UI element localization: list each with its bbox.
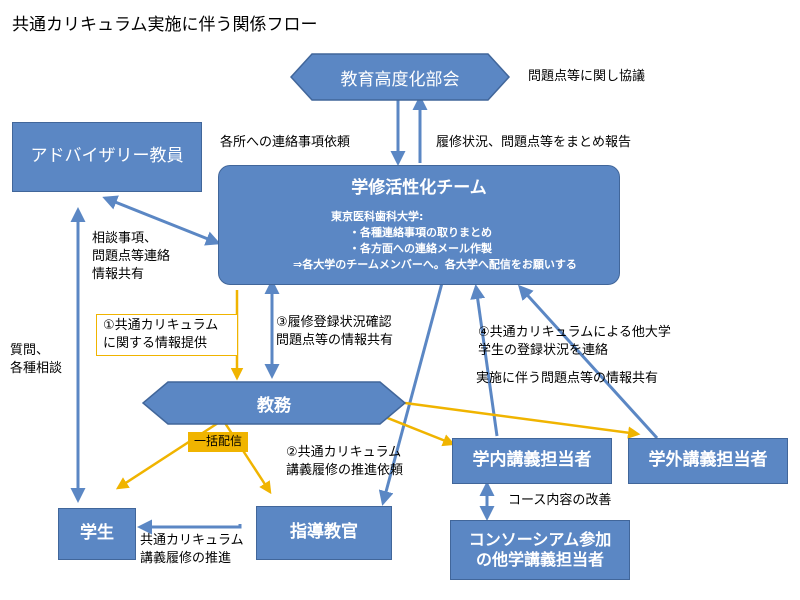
label-teikyo: ①共通カリキュラム に関する情報提供: [96, 314, 238, 356]
node-advisory-label: アドバイザリー教員: [30, 146, 184, 167]
arrow-advisory-team: [102, 195, 221, 246]
label-suishin-irai: ②共通カリキュラム 講義履修の推進依頼: [286, 444, 403, 480]
label-suishin-irai-line: ②共通カリキュラム: [286, 445, 402, 460]
label-sodan: 相談事項、 問題点等連絡 情報共有: [92, 230, 170, 284]
page-title: 共通カリキュラム実施に伴う関係フロー: [12, 15, 318, 35]
node-consortium-line: の他学講義担当者: [475, 550, 604, 569]
label-sodan-line: 情報共有: [92, 266, 145, 282]
node-consortium-line: コンソーシアム参加: [468, 530, 612, 549]
node-team-line: 東京医科歯科大学:: [331, 210, 424, 224]
node-team-line: ⇒各大学のチームメンバーへ。各大学へ配信をお願いする: [293, 258, 577, 272]
node-team: 学修活性化チーム 東京医科歯科大学: ・各種連絡事項の取りまとめ ・各方面への連…: [218, 165, 620, 285]
node-gakugai: 学外講義担当者: [628, 438, 788, 484]
label-kakunin-line: 問題点等の情報共有: [276, 332, 394, 348]
arrow-kyomu-to-gakugai: [404, 401, 641, 439]
label-sodan-line: 問題点等連絡: [92, 248, 171, 264]
node-shido: 指導教官: [256, 506, 392, 560]
node-consortium: コンソーシアム参加 の他学講義担当者: [450, 520, 630, 580]
arrow-gakugai-to-team: [517, 284, 659, 440]
label-hokoku: 履修状況、問題点等をまとめ報告: [436, 135, 632, 150]
label-kakunin-line: ③履修登録状況確認: [276, 315, 392, 330]
node-kyomu-label: 教務: [257, 395, 291, 416]
node-gakunai: 学内講義担当者: [452, 438, 612, 484]
label-kyogi: 問題点等に関し協議: [528, 69, 646, 84]
label-jisshi: 実施に伴う問題点等の情報共有: [476, 371, 659, 386]
label-shitsumon: 質問、 各種相談: [10, 342, 62, 378]
node-team-line: ・各種連絡事項の取りまとめ: [349, 226, 493, 240]
label-kakunin: ③履修登録状況確認 問題点等の情報共有: [276, 314, 393, 350]
node-team-line: ・各方面への連絡メール作製: [349, 242, 493, 256]
node-advisory: アドバイザリー教員: [12, 122, 202, 192]
arrow-shido-to-student: [137, 519, 242, 535]
label-suishin-irai-line: 講義履修の推進依頼: [286, 462, 404, 478]
arrow-gakunai-to-team: [470, 284, 499, 437]
node-team-title: 学修活性化チーム: [351, 178, 487, 198]
label-shitsumon-line: 質問、: [10, 343, 50, 358]
label-sodan-line: 相談事項、: [92, 231, 158, 246]
node-kyoiku-label: 教育高度化部会: [340, 69, 460, 90]
node-shido-label: 指導教官: [290, 522, 358, 543]
label-shitsumon-line: 各種相談: [10, 360, 63, 376]
node-gakunai-label: 学内講義担当者: [472, 450, 592, 471]
label-tadaigaku-line: ④共通カリキュラムによる他大学: [478, 325, 671, 340]
label-suishin-line: 共通カリキュラム: [140, 533, 244, 548]
label-teikyo-line: に関する情報提供: [103, 335, 208, 351]
label-suishin: 共通カリキュラム 講義履修の推進: [140, 532, 244, 568]
node-kyomu: 教務: [142, 381, 406, 425]
node-gakusei-label: 学生: [80, 523, 114, 544]
label-ikkatsu: 一括配信: [188, 432, 249, 452]
node-kyoiku: 教育高度化部会: [290, 53, 510, 101]
label-tadaigaku-line: 学生の登録状況を連絡: [478, 342, 609, 358]
label-teikyo-line: ①共通カリキュラム: [103, 318, 219, 333]
node-gakusei: 学生: [58, 508, 136, 560]
label-renraku: 各所への連絡事項依頼: [220, 135, 351, 150]
label-suishin-line: 講義履修の推進: [140, 550, 232, 566]
node-team-details: 東京医科歯科大学: ・各種連絡事項の取りまとめ ・各方面への連絡メール作製 ⇒各…: [261, 209, 577, 273]
node-gakugai-label: 学外講義担当者: [648, 450, 768, 471]
label-tadaigaku: ④共通カリキュラムによる他大学 学生の登録状況を連絡: [478, 324, 671, 360]
label-course: コース内容の改善: [508, 493, 612, 508]
arrow-team-to-shido: [378, 282, 444, 506]
